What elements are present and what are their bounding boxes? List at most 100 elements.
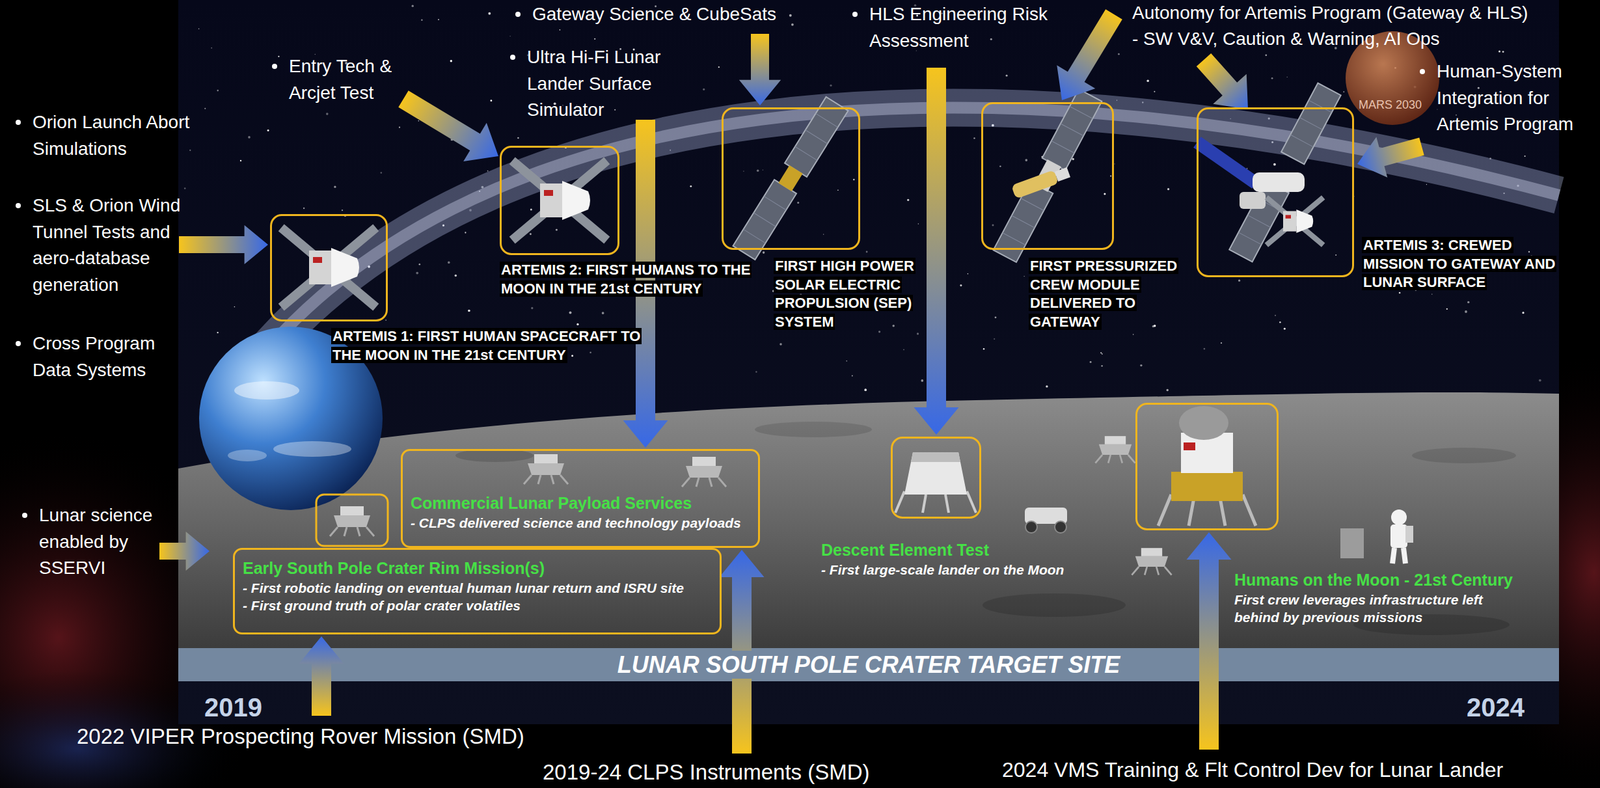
star [210, 47, 213, 49]
star [1274, 314, 1276, 317]
star [743, 170, 744, 172]
star [418, 120, 420, 122]
star [411, 5, 414, 8]
star [851, 375, 854, 377]
star [918, 223, 919, 224]
star [420, 18, 423, 21]
star [1220, 342, 1222, 344]
star [920, 379, 924, 382]
star [1153, 91, 1155, 93]
callout-arrow [159, 531, 210, 571]
mission-caption: ARTEMIS 1: FIRST HUMAN SPACECRAFT TO THE… [331, 327, 642, 364]
watermark: MARS 2030 [1358, 96, 1422, 114]
star [983, 348, 985, 350]
star [1446, 308, 1448, 310]
site-band: LUNAR SOUTH POLE CRATER TARGET SITE [178, 648, 1560, 682]
callout-arrow [299, 636, 345, 716]
callout-arrow [1056, 9, 1123, 101]
mission-frame: ARTEMIS 2: FIRST HUMANS TO THE MOON IN T… [499, 145, 620, 256]
star [467, 309, 471, 313]
callout-text: SLS & Orion Wind Tunnel Tests and aero-d… [32, 192, 187, 299]
mission-frame: Descent Element Test- First large-scale … [890, 436, 982, 519]
star [454, 274, 458, 278]
star [999, 165, 1001, 167]
callout-text: Lunar science enabled by SSERVI [39, 502, 170, 582]
callout-text: 2024 VMS Training & Flt Control Dev for … [1002, 754, 1504, 785]
star [530, 208, 533, 211]
star [464, 231, 466, 233]
star [380, 171, 383, 174]
star [702, 88, 705, 91]
callout-text: Gateway Science & CubeSats [532, 1, 777, 28]
star [993, 338, 995, 340]
star [1100, 365, 1103, 367]
star [762, 169, 764, 170]
star [1398, 292, 1401, 295]
star [1538, 379, 1542, 382]
mission-box: Early South Pole Crater Rim Mission(s)- … [232, 547, 722, 635]
box-body: - First ground truth of polar crater vol… [242, 596, 521, 615]
star [837, 189, 839, 191]
callout-arrow [914, 67, 960, 435]
caption-body: - First large-scale lander on the Moon [821, 560, 1127, 579]
star [1100, 352, 1102, 354]
mission-frame: ARTEMIS 1: FIRST HUMAN SPACECRAFT TO THE… [270, 214, 388, 322]
star [1271, 77, 1274, 80]
star [614, 109, 616, 111]
callout-text: Human-System Integration for Artemis Pro… [1436, 58, 1587, 138]
star [487, 170, 489, 172]
caption-block: ARTEMIS 1: FIRST HUMAN SPACECRAFT TO THE… [331, 327, 644, 365]
callout-arrow [398, 90, 499, 162]
star [184, 187, 187, 190]
star [555, 229, 558, 231]
mission-frame: FIRST HIGH POWER SOLAR ELECTRIC PROPULSI… [721, 107, 861, 250]
star [1045, 385, 1048, 388]
caption-block: FIRST HIGH POWER SOLAR ELECTRIC PROPULSI… [773, 257, 926, 332]
year-label: 2024 [1466, 688, 1525, 727]
star [1521, 311, 1524, 314]
star [1023, 275, 1025, 277]
star [866, 251, 868, 254]
mission-caption: ARTEMIS 3: CREWED MISSION TO GATEWAY AND… [1361, 236, 1557, 291]
star [530, 307, 533, 310]
mission-caption: ARTEMIS 2: FIRST HUMANS TO THE MOON IN T… [499, 261, 752, 297]
star [509, 35, 511, 37]
star [967, 273, 969, 274]
callout-text: Entry Tech & Arcjet Test [288, 53, 403, 107]
star [447, 261, 451, 265]
callout-text: - SW V&V, Caution & Warning, AI Ops [1132, 26, 1440, 53]
star [198, 28, 200, 30]
star [594, 38, 596, 40]
star [689, 185, 692, 188]
star [718, 66, 720, 68]
star [1110, 175, 1112, 177]
star [1139, 364, 1142, 367]
star [1502, 50, 1505, 53]
star [488, 12, 491, 15]
mission-box: Commercial Lunar Payload Services- CLPS … [400, 448, 760, 548]
star [892, 324, 895, 327]
star [853, 178, 855, 181]
star [1264, 54, 1267, 56]
mission-caption: FIRST PRESSURIZED CREW MODULE DELIVERED … [1028, 257, 1179, 330]
star [756, 169, 760, 172]
star [1524, 155, 1526, 157]
star [1089, 361, 1092, 364]
star [341, 209, 343, 211]
star [489, 99, 492, 102]
star [1287, 76, 1288, 78]
star [864, 388, 867, 392]
star [994, 316, 997, 319]
mission-frame: ARTEMIS 3: CREWED MISSION TO GATEWAY AND… [1196, 107, 1355, 278]
star [1103, 192, 1106, 195]
star [916, 332, 919, 335]
star [1273, 163, 1276, 166]
caption-title: Descent Element Test [821, 539, 1127, 561]
star [797, 201, 800, 204]
caption-block: FIRST PRESSURIZED CREW MODULE DELIVERED … [1028, 257, 1196, 332]
star [569, 311, 572, 315]
star [240, 160, 242, 162]
band-title: LUNAR SOUTH POLE CRATER TARGET SITE [612, 650, 1126, 679]
star [1203, 348, 1206, 351]
